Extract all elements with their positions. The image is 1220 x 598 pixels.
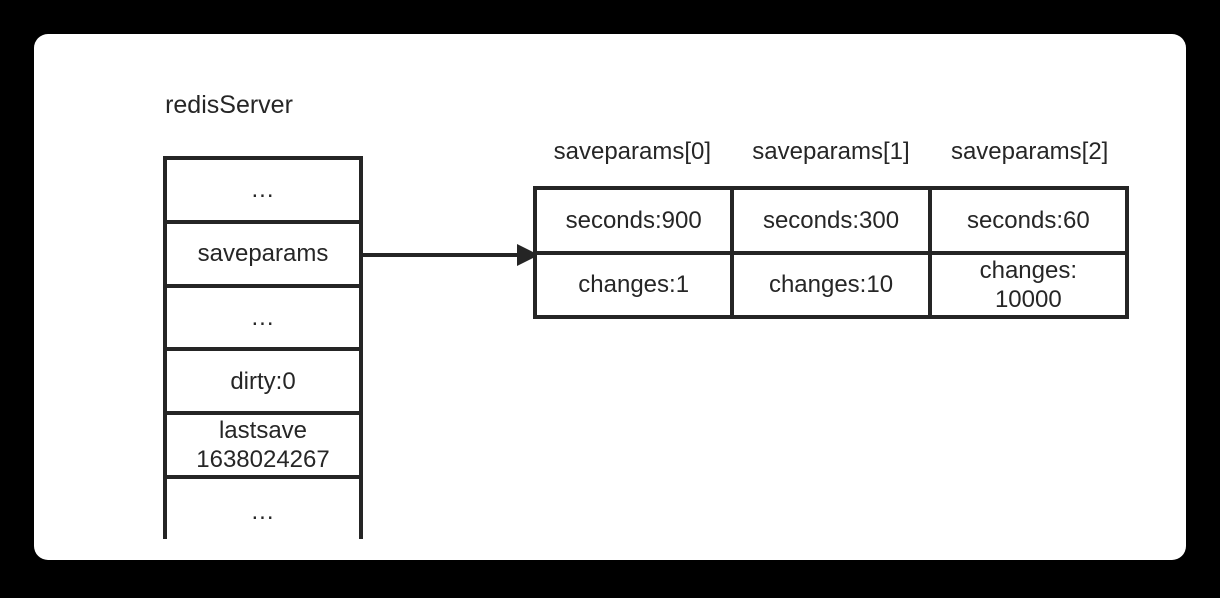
struct-field-label: dirty:0 (230, 367, 296, 395)
diagram-card: redisServer ... saveparams ... dirty:0 l… (34, 34, 1186, 560)
array-header-1: saveparams[1] (752, 138, 910, 165)
array-cell-label: changes:1 (578, 271, 690, 299)
array-header-row: saveparams[0] saveparams[1] saveparams[2… (533, 137, 1129, 169)
array-row-changes: changes:1 changes:10 changes: 10000 (537, 254, 1125, 315)
array-row-seconds: seconds:900 seconds:300 seconds:60 (537, 190, 1125, 255)
struct-field-ellipsis-middle: ... (167, 287, 359, 352)
array-cell-label: seconds:300 (762, 206, 900, 234)
struct-field-label: lastsave 1638024267 (196, 417, 330, 474)
struct-field-lastsave: lastsave 1638024267 (167, 415, 359, 480)
struct-field-ellipsis-bottom: ... (167, 479, 359, 543)
array-header-2: saveparams[2] (950, 138, 1109, 165)
array-cell-changes-1: changes:10 (734, 254, 932, 315)
array-cell-seconds-0: seconds:900 (537, 190, 735, 251)
struct-title-redisserver: redisServer (165, 91, 293, 119)
array-cell-changes-2: changes: 10000 (931, 254, 1125, 315)
redisserver-struct-table: ... saveparams ... dirty:0 lastsave 1638… (163, 156, 363, 543)
array-cell-label: seconds:60 (966, 206, 1090, 234)
array-cell-seconds-2: seconds:60 (931, 190, 1125, 251)
array-cell-label: changes:10 (768, 271, 894, 299)
pointer-arrow-icon (359, 244, 539, 266)
array-cell-seconds-1: seconds:300 (734, 190, 932, 251)
struct-field-dirty: dirty:0 (167, 351, 359, 416)
struct-field-label: saveparams (197, 240, 329, 268)
struct-field-label: ... (251, 304, 275, 332)
struct-field-ellipsis-top: ... (167, 160, 359, 224)
array-cell-label: changes: 10000 (979, 256, 1078, 313)
struct-field-label: ... (251, 497, 275, 525)
saveparams-array-table: seconds:900 seconds:300 seconds:60 chang… (533, 186, 1129, 319)
array-header-0: saveparams[0] (553, 138, 712, 165)
array-cell-changes-0: changes:1 (537, 254, 735, 315)
struct-field-saveparams[interactable]: saveparams (167, 223, 359, 288)
array-cell-label: seconds:900 (565, 206, 702, 234)
struct-field-label: ... (251, 176, 275, 204)
